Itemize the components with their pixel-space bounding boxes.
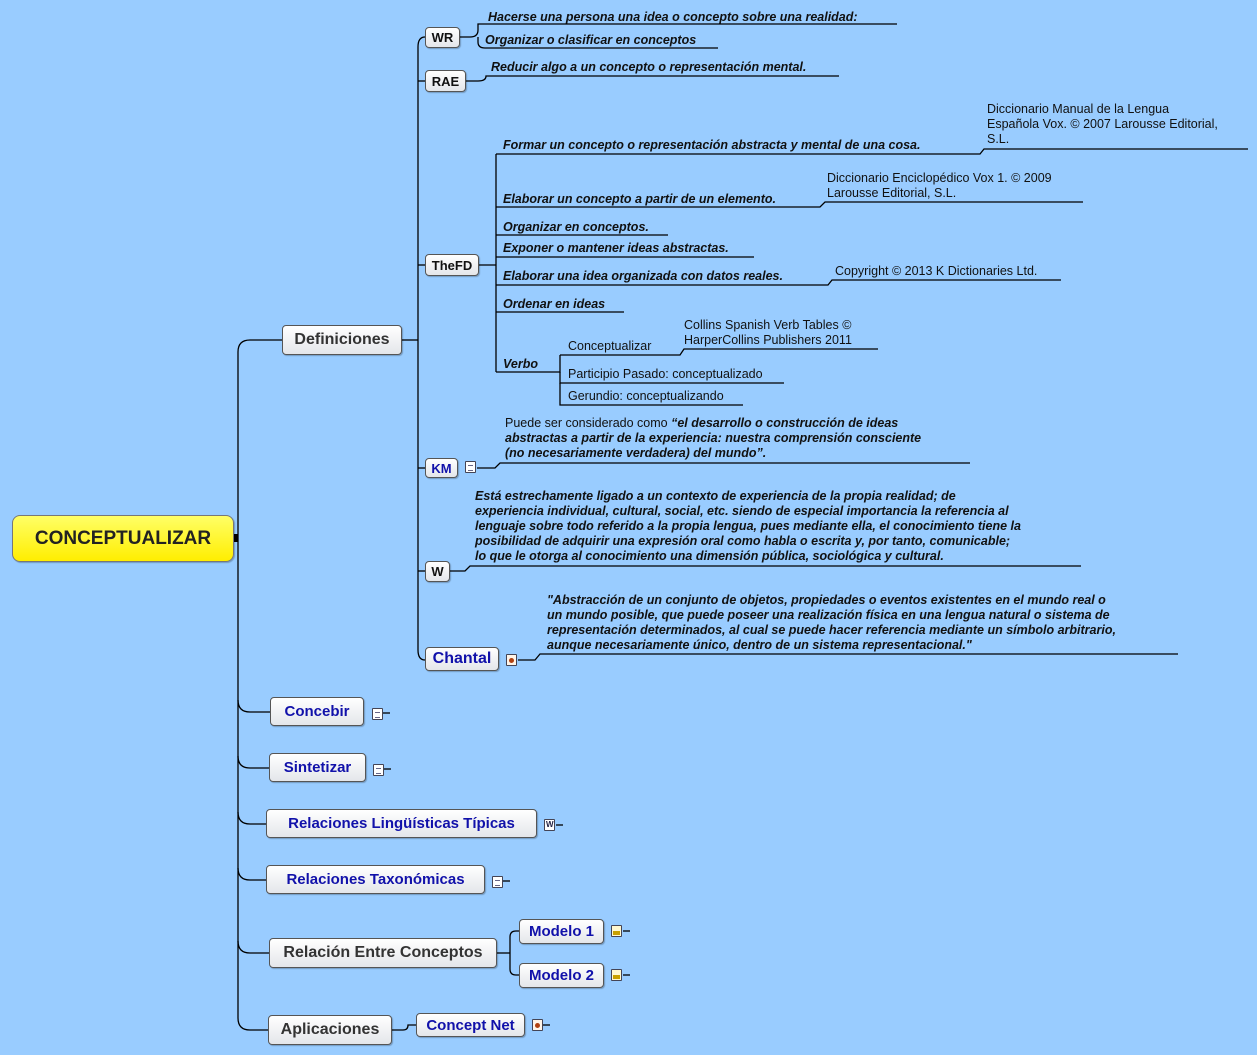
pdf-icon[interactable] <box>506 654 517 666</box>
chantal-text: "Abstracción de un conjunto de objetos, … <box>547 593 1116 652</box>
modelo-1-label: Modelo 1 <box>528 923 594 940</box>
wr-definition-2: Organizar o clasificar en conceptos <box>485 33 697 47</box>
thefd-definition-3: Organizar en conceptos. <box>503 220 649 234</box>
thefd-source-3: Copyright © 2013 K Dictionaries Ltd. <box>835 264 1038 278</box>
relaciones-taxonomicas-node[interactable]: Relaciones Taxonómicas <box>266 865 485 894</box>
modelo-2-label: Modelo 2 <box>528 967 594 984</box>
w-node[interactable]: W <box>425 561 450 582</box>
relaciones-linguisticas-node[interactable]: Relaciones Lingüísticas Típicas <box>266 809 537 838</box>
sintetizar-node[interactable]: Sintetizar <box>269 753 366 782</box>
note-icon[interactable] <box>372 708 383 720</box>
relacion-conceptos-node[interactable]: Relación Entre Conceptos <box>269 938 497 968</box>
relaciones-linguisticas-label: Relaciones Lingüísticas Típicas <box>288 815 515 832</box>
thefd-definition-6: Ordenar en ideas <box>503 297 606 311</box>
rae-label: RAE <box>431 73 460 89</box>
km-text: Puede ser considerado como “el desarroll… <box>505 416 921 461</box>
thefd-definition-1: Formar un concepto o representación abst… <box>503 138 921 152</box>
thefd-definition-5: Elaborar una idea organizada con datos r… <box>503 269 783 283</box>
concebir-label: Concebir <box>284 703 350 720</box>
thefd-node[interactable]: TheFD <box>425 254 479 276</box>
root-node-label: CONCEPTUALIZAR <box>34 527 212 549</box>
thefd-definition-2: Elaborar un concepto a partir de un elem… <box>503 192 776 206</box>
sintetizar-label: Sintetizar <box>283 759 352 776</box>
thefd-source-2: Diccionario Enciclopédico Vox 1. © 2009 … <box>827 171 1052 200</box>
note-icon[interactable] <box>492 876 503 888</box>
aplicaciones-label: Aplicaciones <box>280 1021 380 1038</box>
concept-net-label: Concept Net <box>426 1016 515 1034</box>
concebir-node[interactable]: Concebir <box>270 697 364 726</box>
w-text: Está estrechamente ligado a un contexto … <box>475 489 1021 563</box>
verbo-item-2: Participio Pasado: conceptualizado <box>568 367 763 381</box>
rae-node[interactable]: RAE <box>425 70 466 92</box>
km-prefix: Puede ser considerado como <box>505 416 672 430</box>
thefd-source-1: Diccionario Manual de la Lengua Española… <box>987 102 1218 146</box>
w-label: W <box>431 564 444 579</box>
verbo-label: Verbo <box>503 357 538 371</box>
thefd-definition-4: Exponer o mantener ideas abstractas. <box>503 241 729 255</box>
wr-node[interactable]: WR <box>425 27 460 48</box>
km-label: KM <box>431 460 452 476</box>
word-doc-icon[interactable] <box>544 819 555 831</box>
km-node[interactable]: KM <box>425 458 458 478</box>
km-quote-rest: abstractas a partir de la experiencia: n… <box>505 431 922 460</box>
verbo-item-3: Gerundio: conceptualizando <box>568 389 724 403</box>
image-icon[interactable] <box>611 969 622 981</box>
verbo-source: Collins Spanish Verb Tables © HarperColl… <box>684 318 852 347</box>
definiciones-node[interactable]: Definiciones <box>282 325 402 355</box>
wr-label: WR <box>431 30 454 45</box>
note-icon[interactable] <box>373 764 384 776</box>
pdf-icon[interactable] <box>532 1019 543 1031</box>
definiciones-label: Definiciones <box>294 331 390 348</box>
rae-definition: Reducir algo a un concepto o representac… <box>491 60 807 74</box>
note-icon[interactable] <box>465 461 476 473</box>
aplicaciones-node[interactable]: Aplicaciones <box>268 1015 392 1045</box>
relacion-conceptos-label: Relación Entre Conceptos <box>283 944 483 961</box>
relaciones-taxonomicas-label: Relaciones Taxonómicas <box>286 871 465 888</box>
modelo-1-node[interactable]: Modelo 1 <box>519 919 604 944</box>
thefd-label: TheFD <box>431 257 473 273</box>
root-node[interactable]: CONCEPTUALIZAR <box>12 515 234 562</box>
image-icon[interactable] <box>611 925 622 937</box>
concept-net-node[interactable]: Concept Net <box>416 1013 525 1037</box>
km-quote-line1: “el desarrollo o construcción de ideas <box>671 416 899 430</box>
modelo-2-node[interactable]: Modelo 2 <box>519 963 604 988</box>
chantal-label: Chantal <box>432 650 492 667</box>
chantal-node[interactable]: Chantal <box>425 647 499 671</box>
verbo-item-1: Conceptualizar <box>568 339 652 353</box>
wr-definition-1: Hacerse una persona una idea o concepto … <box>488 10 858 24</box>
